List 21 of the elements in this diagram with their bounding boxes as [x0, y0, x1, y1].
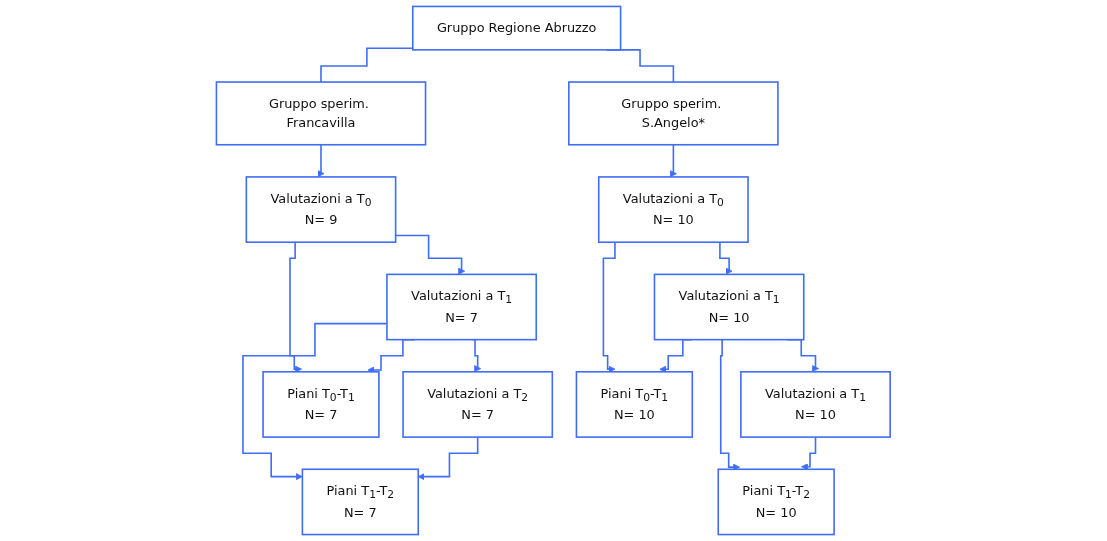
node-box: Piani T$_{1}$-T$_{2}$ N= 7	[301, 468, 420, 536]
node-box: Piani T$_{0}$-T$_{1}$ N= 10	[575, 371, 694, 438]
arrow	[670, 143, 678, 178]
node-box: Gruppo sperim. S.Angelo*	[568, 81, 779, 146]
arrow	[317, 143, 325, 178]
node-box: Gruppo sperim. Francavilla	[215, 81, 427, 146]
node-box: Valutazioni a T$_{0}$ N= 9	[245, 176, 397, 243]
node-box: Piani T$_{0}$-T$_{1}$ N= 7	[262, 371, 380, 438]
node-box: Valutazioni a T$_{0}$ N= 10	[598, 176, 750, 243]
arrow	[720, 338, 741, 471]
node-box: Valutazioni a T$_{1}$ N= 10	[653, 273, 805, 341]
node-box: Piani T$_{1}$-T$_{2}$ N= 10	[717, 468, 836, 536]
arrow	[242, 322, 388, 481]
node-box: Gruppo Regione Abruzzo	[412, 5, 622, 51]
arrow	[395, 234, 466, 275]
node-box: Valutazioni a T$_{1}$ N= 10	[740, 371, 892, 438]
node-box: Valutazioni a T$_{1}$ N= 7	[386, 273, 538, 341]
arrow	[471, 338, 482, 373]
arrow	[801, 436, 817, 471]
arrow	[289, 241, 303, 373]
node-box: Valutazioni a T$_{2}$ N= 7	[402, 371, 554, 438]
